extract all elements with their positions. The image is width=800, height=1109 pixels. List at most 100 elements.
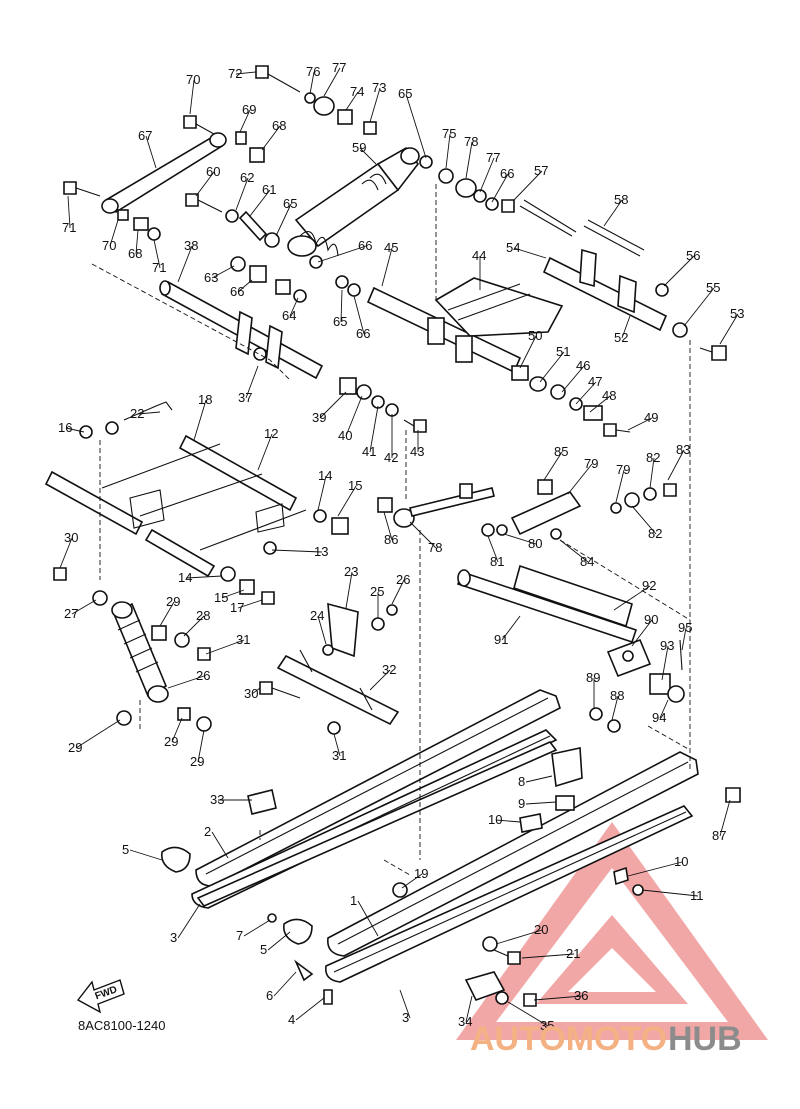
callout-number: 14	[318, 468, 332, 483]
leader-line	[177, 903, 201, 939]
center-frame-group	[44, 401, 495, 605]
callout-number: 65	[283, 196, 297, 211]
leader-line	[195, 171, 215, 197]
leader-line	[533, 995, 583, 1001]
callout-number: 56	[686, 248, 700, 263]
callout-number: 30	[64, 530, 78, 545]
callout-number: 13	[314, 544, 328, 559]
callout-number: 71	[152, 260, 166, 275]
leader-line	[309, 71, 315, 95]
callout-number: 70	[186, 72, 200, 87]
callout-number: 54	[506, 240, 520, 255]
leader-line	[683, 287, 715, 327]
callout-number: 6	[266, 988, 273, 1003]
leader-line	[487, 535, 499, 563]
callout-number: 50	[528, 328, 542, 343]
leader-line	[649, 457, 655, 489]
callout-number: 40	[338, 428, 352, 443]
leader-line	[323, 67, 341, 97]
leader-line	[719, 799, 731, 837]
callout-number: 66	[230, 284, 244, 299]
callout-number: 51	[556, 344, 570, 359]
leader-line	[543, 451, 563, 481]
leader-line	[257, 433, 273, 471]
leader-line	[129, 849, 163, 861]
callout-number: 52	[614, 330, 628, 345]
leader-line	[261, 125, 281, 151]
leader-line	[245, 365, 259, 399]
callout-number: 29	[164, 734, 178, 749]
leader-line	[641, 889, 699, 897]
callout-number: 77	[332, 60, 346, 75]
leader-line	[567, 463, 593, 495]
leader-line	[275, 203, 292, 237]
front-arm-group	[366, 168, 727, 437]
callout-number: 20	[534, 922, 548, 937]
leader-line	[405, 93, 427, 159]
callout-number: 58	[614, 192, 628, 207]
callout-number: 62	[240, 170, 254, 185]
leader-line	[383, 511, 393, 541]
leader-line	[337, 485, 357, 517]
leader-lines	[59, 67, 739, 1027]
leader-line	[667, 449, 685, 481]
leader-line	[369, 87, 381, 123]
callout-number: 76	[306, 64, 320, 79]
callout-number: 19	[414, 866, 428, 881]
callout-number: 37	[238, 390, 252, 405]
leader-line	[663, 255, 695, 287]
leader-line	[631, 619, 653, 647]
leader-line	[211, 831, 229, 859]
leader-line	[589, 395, 611, 413]
leader-line	[613, 585, 651, 611]
callout-number: 46	[576, 358, 590, 373]
callout-number: 29	[68, 740, 82, 755]
callout-number: 31	[332, 748, 346, 763]
leader-line	[345, 395, 363, 437]
leader-line	[235, 177, 249, 211]
leader-line	[681, 627, 687, 651]
callout-number: 95	[678, 620, 692, 635]
callout-number: 22	[130, 406, 144, 421]
callout-number: 5	[122, 842, 129, 857]
leader-line	[501, 615, 521, 641]
callout-number: 93	[660, 638, 674, 653]
callout-number: 17	[230, 600, 244, 615]
guide-lines	[91, 184, 691, 876]
leader-line	[521, 953, 575, 959]
leader-line	[317, 615, 327, 645]
callout-number: 79	[584, 456, 598, 471]
callout-number: 14	[178, 570, 192, 585]
leader-line	[189, 79, 195, 115]
watermark-text-a: AUTOMOTO	[470, 1020, 667, 1058]
callout-number: 9	[518, 796, 525, 811]
leader-line	[495, 929, 543, 945]
callout-number: 86	[384, 532, 398, 547]
callout-number: 69	[242, 102, 256, 117]
callout-number: 34	[458, 1014, 472, 1029]
leader-line	[369, 669, 391, 691]
callout-number: 39	[312, 410, 326, 425]
leader-line	[237, 599, 263, 609]
callout-labels: 1233455678910101112131414151516171819202…	[58, 60, 744, 1033]
leader-line	[317, 245, 367, 263]
callout-number: 66	[500, 166, 514, 181]
leader-line	[267, 931, 291, 951]
leader-line	[445, 133, 451, 169]
callout-number: 59	[352, 140, 366, 155]
callout-number: 4	[288, 1012, 295, 1027]
callout-number: 47	[588, 374, 602, 389]
leader-line	[319, 391, 347, 419]
leader-line	[167, 675, 205, 689]
callout-number: 44	[472, 248, 486, 263]
leader-line	[109, 219, 119, 247]
leader-line	[627, 417, 653, 431]
leader-line	[615, 469, 625, 503]
callout-number: 5	[260, 942, 267, 957]
callout-number: 26	[196, 668, 210, 683]
callout-number: 85	[554, 444, 568, 459]
callout-number: 84	[580, 554, 594, 569]
callout-number: 18	[198, 392, 212, 407]
leader-line	[177, 245, 193, 283]
